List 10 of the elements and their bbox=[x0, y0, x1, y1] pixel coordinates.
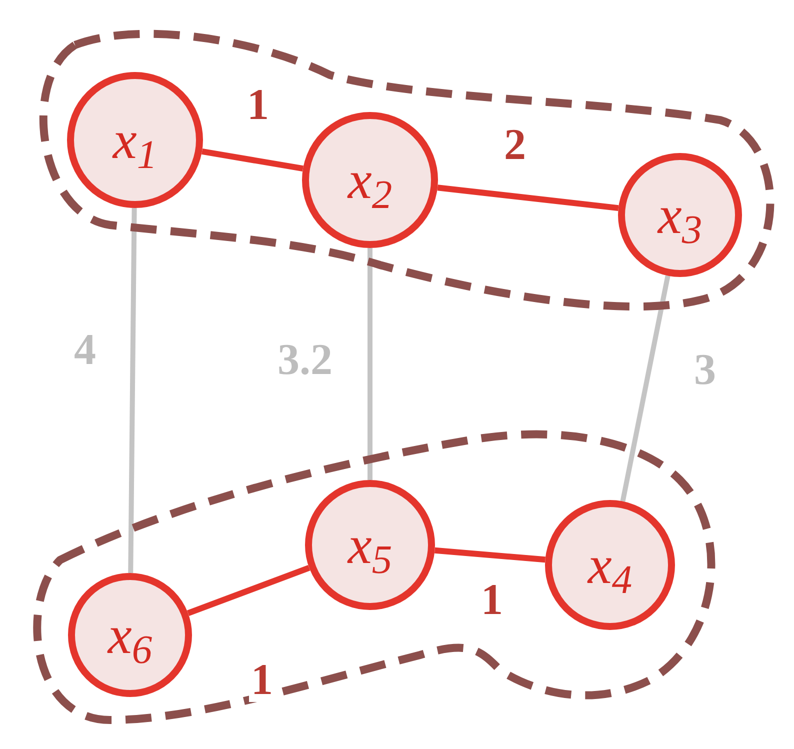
edge-line bbox=[202, 148, 304, 172]
node-label: x$_{5}$ bbox=[348, 518, 392, 572]
node-label: x$_{2}$ bbox=[348, 153, 392, 207]
edge-line bbox=[434, 547, 546, 563]
node-label: x$_{3}$ bbox=[658, 188, 702, 242]
node-label: x$_{6}$ bbox=[108, 608, 152, 662]
edge-line bbox=[437, 184, 619, 212]
node-label: x$_{4}$ bbox=[588, 538, 632, 592]
edge-line bbox=[620, 275, 670, 502]
node-label: x$_{1}$ bbox=[112, 113, 158, 167]
